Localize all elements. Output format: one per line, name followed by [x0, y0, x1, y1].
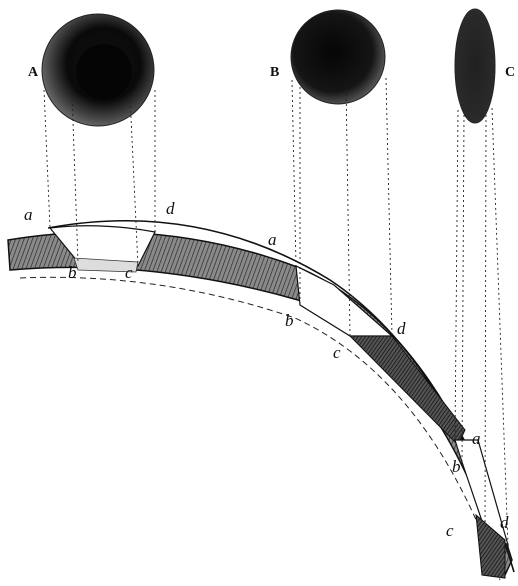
label-C: C [505, 65, 515, 80]
disk-a [42, 14, 154, 126]
label-c-a: a [472, 429, 481, 448]
cut-section-c [455, 440, 508, 578]
inner-dashed-arc [20, 277, 500, 580]
label-A: A [28, 65, 39, 80]
label-a-a: a [24, 205, 33, 224]
disk-b [291, 10, 385, 104]
label-b-b: b [285, 311, 294, 330]
label-b-a: a [268, 230, 277, 249]
label-b-d: d [397, 319, 406, 338]
cut-section-b [296, 266, 465, 445]
label-b-c: c [333, 343, 341, 362]
label-a-b: b [68, 263, 77, 282]
label-c-b: b [452, 457, 461, 476]
label-a-c: c [125, 263, 133, 282]
label-c-d: d [500, 513, 509, 532]
label-c-c: c [446, 521, 454, 540]
label-a-d: d [166, 199, 175, 218]
disk-c [455, 9, 495, 123]
label-B: B [270, 65, 279, 80]
